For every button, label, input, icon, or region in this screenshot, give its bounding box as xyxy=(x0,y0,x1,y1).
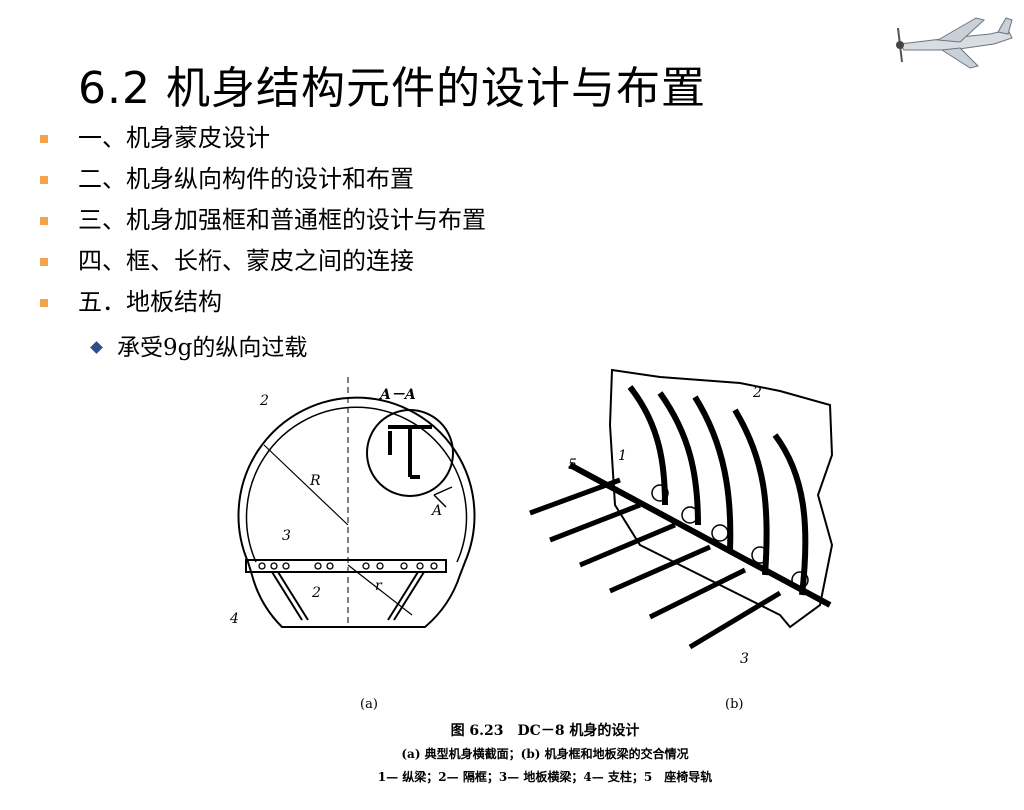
figure-caption-line3: 1— 纵梁；2— 隔框；3— 地板横梁；4— 支柱；5 座椅导轨 xyxy=(377,770,713,784)
label-b: (b) xyxy=(725,697,743,712)
bullet-item: 三、机身加强框和普通框的设计与布置 xyxy=(40,200,486,241)
bullet-text: 一、机身蒙皮设计 xyxy=(78,124,270,152)
bullet-item: 二、机身纵向构件的设计和布置 xyxy=(40,159,486,200)
bullet-list: 一、机身蒙皮设计 二、机身纵向构件的设计和布置 三、机身加强框和普通框的设计与布… xyxy=(40,118,486,323)
bullet-text: 三、机身加强框和普通框的设计与布置 xyxy=(78,206,486,234)
figure-caption: 图 6.23 DC－8 机身的设计 xyxy=(450,723,640,739)
bullet-item: 四、框、长桁、蒙皮之间的连接 xyxy=(40,241,486,282)
callout-1: 1 xyxy=(618,448,627,464)
bullet-item: 一、机身蒙皮设计 xyxy=(40,118,486,159)
bullet-square-icon xyxy=(40,176,48,184)
bullet-square-icon xyxy=(40,299,48,307)
callout-2b: 2 xyxy=(311,585,321,601)
bullet-item: 五．地板结构 xyxy=(40,282,486,323)
airplane-icon xyxy=(896,17,1013,69)
section-label: A－A xyxy=(378,387,416,403)
callout-4: 4 xyxy=(229,611,239,627)
figure-drawing: A－A 2 R r A 3 2 4 2 1 5 3 (a) (b) xyxy=(229,368,834,712)
callout-3a: 3 xyxy=(282,528,291,544)
sub-bullet: 承受9g的纵向过载 xyxy=(90,328,308,362)
bullet-text: 四、框、长桁、蒙皮之间的连接 xyxy=(78,247,414,275)
sub-bullet-text: 承受9g的纵向过载 xyxy=(117,335,308,361)
callout-R: R xyxy=(309,473,321,489)
figure-caption-line2: (a) 典型机身横截面；(b) 机身框和地板梁的交合情况 xyxy=(401,747,689,761)
label-a: (a) xyxy=(360,697,378,712)
figure-dc8-fuselage: A－A 2 R r A 3 2 4 2 1 5 3 (a) (b) 图 6.23… xyxy=(220,365,870,805)
bullet-square-icon xyxy=(40,258,48,266)
callout-5: 5 xyxy=(568,457,577,473)
slide-title: 6.2 机身结构元件的设计与布置 xyxy=(78,63,706,114)
bullet-text: 二、机身纵向构件的设计和布置 xyxy=(78,165,414,193)
callout-2a: 2 xyxy=(259,393,269,409)
bullet-text: 五．地板结构 xyxy=(78,288,222,316)
callout-A: A xyxy=(430,503,442,519)
diamond-bullet-icon xyxy=(90,341,103,354)
callout-2c: 2 xyxy=(752,385,762,401)
bullet-square-icon xyxy=(40,217,48,225)
callout-3b: 3 xyxy=(740,651,749,667)
bullet-square-icon xyxy=(40,135,48,143)
callout-r: r xyxy=(375,578,383,594)
